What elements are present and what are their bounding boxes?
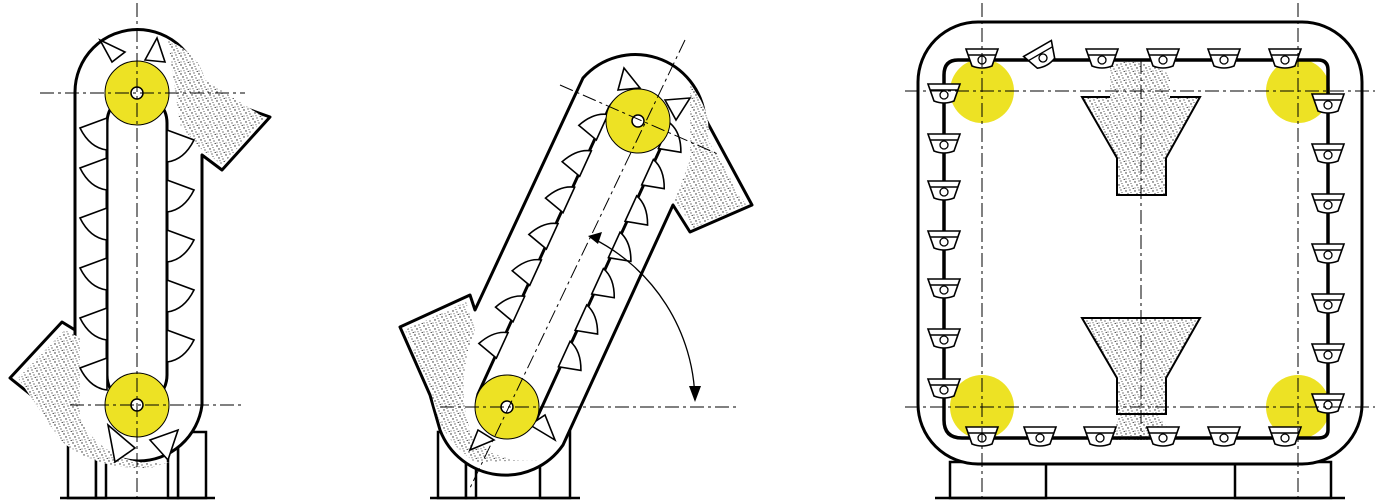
bucket-cup xyxy=(926,133,962,154)
angle-arrow-top xyxy=(588,232,602,244)
bucket-right xyxy=(166,278,196,313)
feed-material xyxy=(405,302,540,462)
bucket-cup xyxy=(1206,426,1242,447)
bucket-left xyxy=(78,356,108,391)
bucket-right xyxy=(623,194,649,226)
bucket-on-pulley xyxy=(143,36,167,63)
bucket-left xyxy=(78,156,108,191)
bucket-cup xyxy=(1022,426,1058,447)
bucket-right xyxy=(573,303,599,336)
bucket-on-pulley xyxy=(528,413,557,442)
buckets xyxy=(78,36,196,464)
bucket-right xyxy=(557,340,582,372)
bucket-left xyxy=(510,258,543,287)
bucket-left xyxy=(78,256,108,291)
angle-arrow-bottom xyxy=(689,386,701,402)
hopper-fill-top xyxy=(1110,61,1170,100)
feed-material xyxy=(18,330,170,469)
bucket-cup xyxy=(926,83,962,104)
bucket-left xyxy=(494,295,526,324)
inclined-elevator-figure xyxy=(398,39,754,500)
buckets xyxy=(468,66,692,452)
bucket-cup xyxy=(1310,393,1346,414)
bucket-cup xyxy=(1084,48,1120,69)
bucket-right xyxy=(590,267,616,299)
bucket-left xyxy=(544,186,576,214)
bucket-cup xyxy=(1267,48,1303,69)
closed-loop-conveyor-figure xyxy=(905,3,1375,500)
bucket-cup xyxy=(1310,293,1346,314)
bucket-right xyxy=(640,158,666,190)
bucket-left xyxy=(477,331,510,360)
bucket-right xyxy=(166,228,196,263)
bucket-cup xyxy=(1310,143,1346,164)
bucket-cup xyxy=(926,378,962,399)
bucket-right xyxy=(166,128,196,163)
bucket-cup xyxy=(1206,48,1242,69)
bucket-cup xyxy=(926,278,962,299)
discharge-material xyxy=(675,85,746,228)
bucket-cup xyxy=(1310,93,1346,114)
bucket-cup xyxy=(1145,426,1181,447)
discharge-material xyxy=(168,40,265,165)
bucket-cup xyxy=(926,180,962,201)
head-axis xyxy=(559,84,721,156)
conveyor-housing xyxy=(916,20,1364,466)
bucket-left xyxy=(78,116,108,151)
bucket-cup xyxy=(1310,243,1346,264)
bucket-on-pulley xyxy=(468,428,496,452)
support-legs xyxy=(935,460,1345,500)
bucket-cups xyxy=(926,39,1346,447)
bucket-on-pulley xyxy=(98,38,127,64)
bucket-cup xyxy=(1267,426,1303,447)
bucket-cup xyxy=(1310,343,1346,364)
bucket-left xyxy=(527,222,560,251)
inclined-axis xyxy=(469,39,686,489)
bucket-on-pulley xyxy=(148,428,180,462)
chain-loop xyxy=(942,58,1330,440)
bucket-cup xyxy=(926,230,962,251)
angle-arc xyxy=(591,237,696,401)
bucket-left xyxy=(78,206,108,241)
bucket-cup xyxy=(1022,39,1056,70)
bucket-left xyxy=(78,306,108,341)
bucket-left xyxy=(560,149,593,178)
bucket-right xyxy=(166,178,196,213)
vertical-elevator-figure xyxy=(8,3,272,500)
bucket-on-pulley xyxy=(616,66,642,91)
bucket-cup xyxy=(1310,193,1346,214)
bucket-cup xyxy=(1082,426,1118,447)
bucket-on-pulley xyxy=(663,97,692,122)
bucket-right xyxy=(607,230,632,263)
bucket-on-pulley xyxy=(106,422,137,464)
bucket-cup xyxy=(1145,48,1181,69)
bucket-right xyxy=(166,328,196,363)
bucket-cup xyxy=(926,328,962,349)
